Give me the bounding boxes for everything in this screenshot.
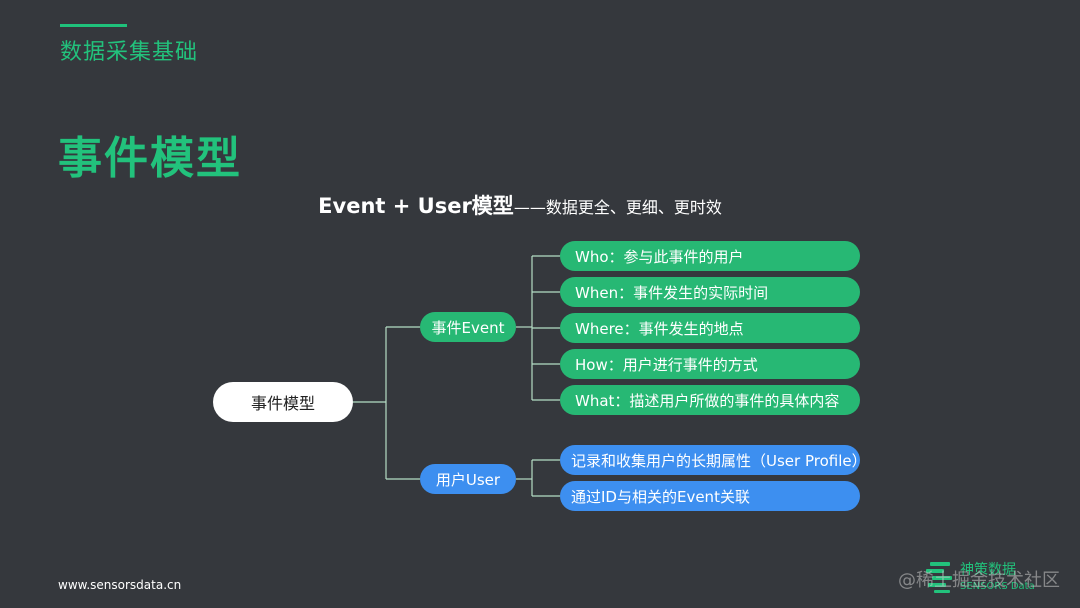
event-leaf-what: What：描述用户所做的事件的具体内容: [560, 385, 860, 415]
event-leaf-when: When：事件发生的实际时间: [560, 277, 860, 307]
logo-text: 神策数据: [960, 562, 1016, 578]
logo-subtext: SENSORS Data: [960, 581, 1035, 592]
title-accent-rule: [60, 24, 127, 27]
section-title: 数据采集基础: [60, 40, 199, 65]
subtitle-tail: ——数据更全、更细、更时效: [513, 198, 722, 217]
event-leaf-how: How：用户进行事件的方式: [560, 349, 860, 379]
diagram-subtitle: Event + User模型——数据更全、更细、更时效: [0, 190, 1040, 220]
watermark: @稀土掘金技术社区: [898, 570, 1060, 591]
sensors-logo-icon: [926, 562, 952, 593]
user-branch-node: 用户User: [420, 464, 516, 494]
subtitle-lead: Event + User模型: [318, 194, 514, 218]
user-leaf-id-link: 通过ID与相关的Event关联: [560, 481, 860, 511]
footer-url: www.sensorsdata.cn: [58, 578, 182, 592]
event-leaf-where: Where：事件发生的地点: [560, 313, 860, 343]
event-leaf-who: Who：参与此事件的用户: [560, 241, 860, 271]
event-branch-node: 事件Event: [420, 312, 516, 342]
page-title: 事件模型: [58, 133, 242, 184]
user-leaf-profile: 记录和收集用户的长期属性（User Profile）: [560, 445, 867, 475]
root-node: 事件模型: [213, 382, 353, 422]
